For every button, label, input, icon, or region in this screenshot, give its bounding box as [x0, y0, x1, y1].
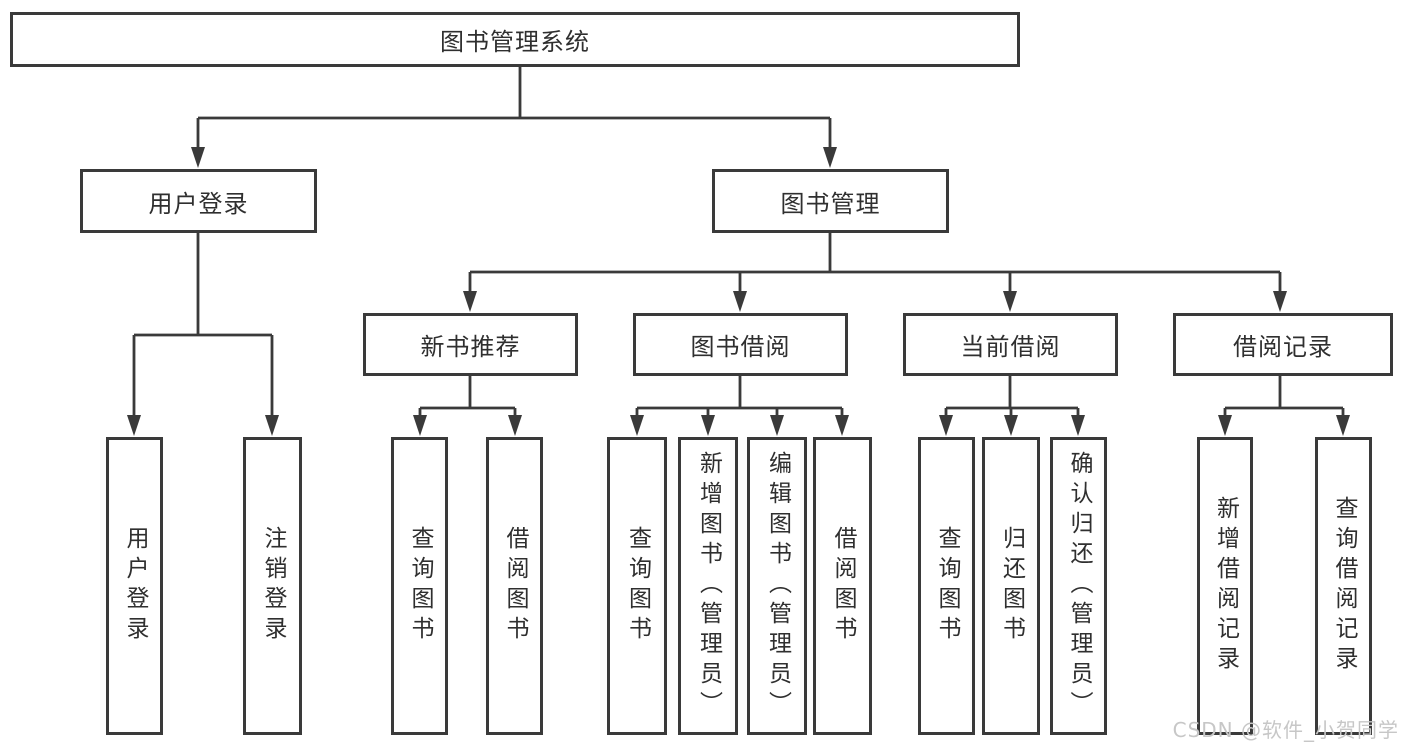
node-label: 确认归还（管理员） [1066, 451, 1092, 721]
node-label: 用户登录 [148, 189, 249, 218]
node-label: 新增借阅记录 [1212, 496, 1239, 676]
leaf-return-books: 归还图书 [982, 437, 1040, 735]
node-label: 归还图书 [998, 526, 1025, 646]
leaf-logout: 注销登录 [243, 437, 302, 735]
leaf-borrow-books: 借阅图书 [813, 437, 872, 735]
node-label: 图书管理系统 [440, 28, 590, 56]
node-book-borrowing: 图书借阅 [633, 313, 848, 376]
leaf-query-borrow-record: 查询借阅记录 [1315, 437, 1372, 735]
node-label: 借阅图书 [502, 526, 528, 646]
node-label: 当前借阅 [960, 333, 1061, 361]
node-label: 图书管理 [780, 189, 881, 218]
node-label: 注销登录 [260, 526, 286, 646]
node-label: 查询图书 [624, 526, 651, 646]
node-label: 查询图书 [934, 526, 960, 646]
leaf-query-books-borrowing: 查询图书 [607, 437, 667, 735]
node-user-login: 用户登录 [80, 169, 317, 233]
node-label: 新增图书（管理员） [695, 451, 722, 721]
node-label: 图书借阅 [690, 333, 791, 361]
node-label: 借阅记录 [1233, 333, 1333, 361]
csdn-watermark: CSDN @软件_小贺同学 [1172, 718, 1399, 742]
node-label: 编辑图书（管理员） [764, 451, 791, 721]
leaf-add-borrow-record: 新增借阅记录 [1197, 437, 1253, 735]
node-label: 新书推荐 [420, 333, 521, 361]
node-label: 查询借阅记录 [1331, 496, 1357, 676]
node-library-management-system: 图书管理系统 [10, 12, 1020, 67]
leaf-query-books-current: 查询图书 [918, 437, 975, 735]
node-label: 查询图书 [407, 526, 433, 646]
leaf-edit-books-admin: 编辑图书（管理员） [747, 437, 807, 735]
node-label: 用户登录 [122, 526, 148, 646]
leaf-user-login: 用户登录 [106, 437, 163, 735]
node-label: 借阅图书 [830, 526, 856, 646]
leaf-add-books-admin: 新增图书（管理员） [678, 437, 738, 735]
node-book-management: 图书管理 [712, 169, 949, 233]
node-current-borrowing: 当前借阅 [903, 313, 1118, 376]
leaf-borrow-books-recommend: 借阅图书 [486, 437, 543, 735]
leaf-query-books-recommend: 查询图书 [391, 437, 448, 735]
node-new-book-recommend: 新书推荐 [363, 313, 578, 376]
leaf-confirm-return-admin: 确认归还（管理员） [1050, 437, 1107, 735]
node-borrow-records: 借阅记录 [1173, 313, 1393, 376]
